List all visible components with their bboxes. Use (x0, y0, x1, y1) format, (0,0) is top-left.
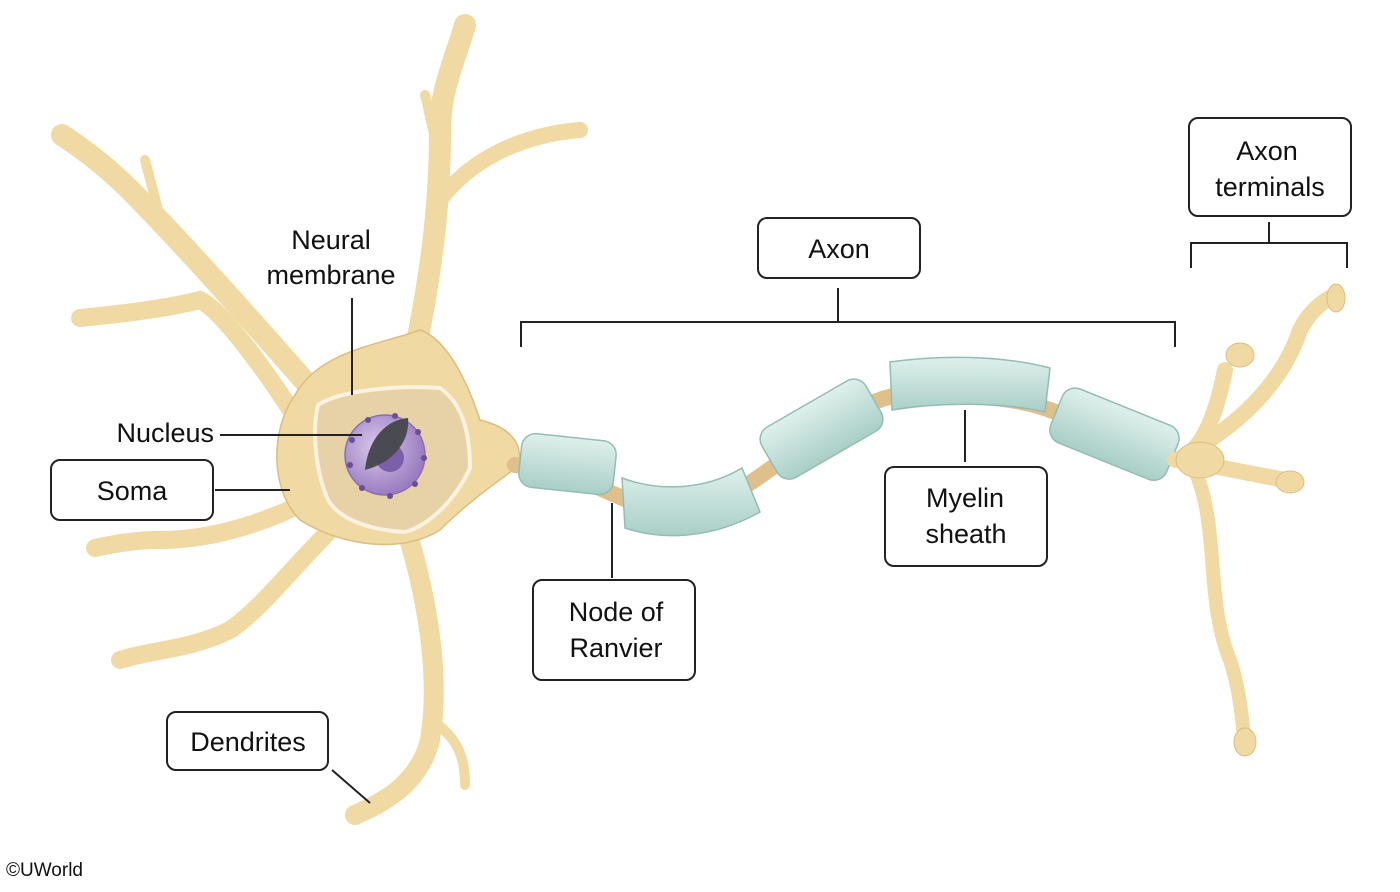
myelin-segment (759, 378, 884, 480)
dendrites-leader (331, 769, 371, 804)
label-axon-terminals-line2: terminals (1215, 172, 1325, 202)
dendrites-group (51, 14, 588, 825)
dendrite-bottom (345, 500, 444, 825)
dendrite-bottom-left (111, 511, 349, 669)
axon-terminals-bracket (1190, 222, 1348, 268)
myelin-segment (621, 466, 761, 537)
nucleolus-dark-shape (365, 418, 409, 470)
axon-terminals-shape (1167, 287, 1343, 752)
label-node-of-ranvier-line1: Node of (569, 597, 664, 627)
label-dendrites-box: Dendrites (166, 711, 329, 771)
dendrite-top-branch (432, 122, 588, 208)
label-neural-membrane-line1: Neural (291, 225, 371, 255)
dendrite-upper-left-branch (140, 155, 165, 225)
axon-bracket (520, 288, 1176, 347)
dendrite-bottom-branch (427, 715, 470, 790)
myelin-segment (1049, 387, 1180, 482)
myelin-segment (889, 356, 1051, 413)
dendrite-lower-left (86, 491, 319, 557)
nucleus-pores (347, 413, 427, 499)
label-myelin-sheath-line2: sheath (925, 519, 1006, 549)
label-myelin-sheath-line1: Myelin (926, 483, 1004, 513)
label-axon: Axon (808, 234, 870, 264)
label-neural-membrane: Neural membrane (266, 225, 395, 290)
label-neural-membrane-line2: membrane (266, 260, 395, 290)
label-dendrites: Dendrites (190, 727, 306, 757)
label-axon-terminals-line1: Axon (1236, 136, 1298, 166)
label-soma: Soma (97, 476, 169, 506)
axon-terminal-bulbs (1175, 283, 1346, 757)
label-axon-box: Axon (757, 217, 921, 279)
label-myelin-sheath-box: Myelin sheath (884, 466, 1048, 567)
label-node-of-ranvier-box: Node of Ranvier (532, 579, 696, 681)
dendrite-top-branch-small (420, 90, 443, 155)
label-nucleus: Nucleus (116, 418, 214, 448)
leader-lines (215, 222, 1348, 804)
dendrite-top (399, 14, 476, 391)
myelin-segment (518, 432, 617, 496)
label-soma-box: Soma (50, 459, 214, 521)
label-axon-terminals-box: Axon terminals (1188, 117, 1352, 217)
myelin-segments (518, 356, 1180, 537)
copyright-text: ©UWorld (6, 860, 83, 881)
label-node-of-ranvier-line2: Ranvier (569, 633, 662, 663)
dendrite-left (71, 290, 319, 449)
